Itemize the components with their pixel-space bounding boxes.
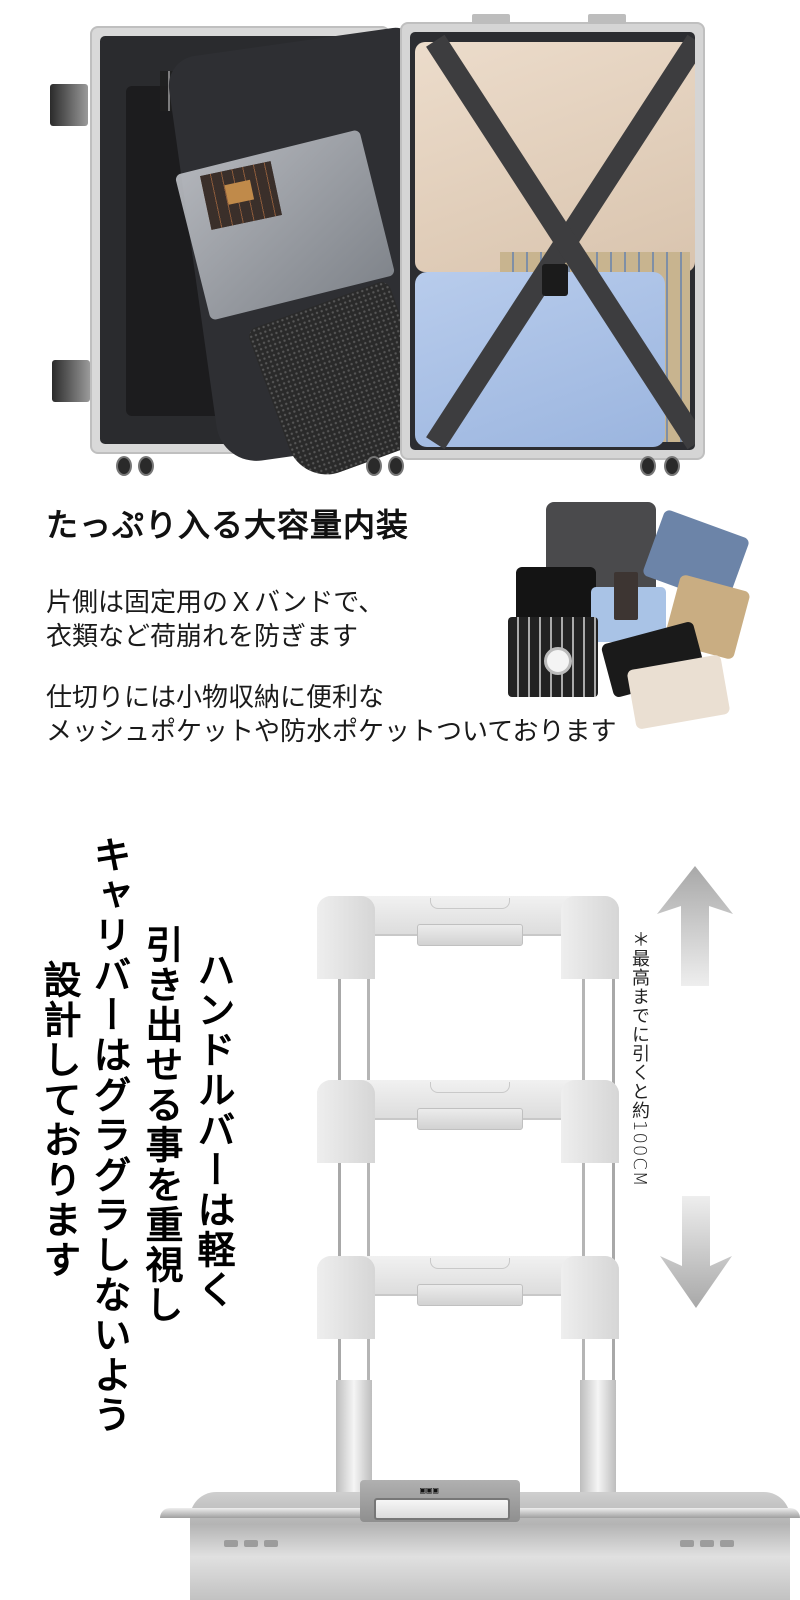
handle-grip-middle [317, 1080, 619, 1163]
text-line: 仕切りには小物収納に便利な [46, 683, 385, 713]
wheel-icon [116, 456, 132, 476]
buckle-icon [542, 264, 568, 296]
handle-text-line-2: 引き出せる事を重視し [139, 925, 183, 1325]
latch-icon [472, 14, 510, 24]
latch-icon [588, 14, 626, 24]
passport-icon [614, 572, 638, 620]
wheel-icon [138, 456, 154, 476]
black-shirt [516, 567, 596, 622]
text-line: メッシュポケットや防水ポケットついております [46, 717, 617, 747]
lock-dials-icon: ▣▣▣ [420, 1486, 440, 1496]
handle-grip-max [317, 896, 619, 979]
text-line: 衣類など荷崩れを防ぎます [46, 622, 359, 652]
carry-handle [374, 1498, 510, 1520]
hinge-bottom-icon [52, 360, 90, 402]
right-compartment [400, 22, 705, 460]
wheel-icon [664, 456, 680, 476]
arrow-up-icon [657, 866, 733, 986]
wheel-icon [366, 456, 382, 476]
max-height-note: ＊最高までに引くと約100CM [629, 930, 650, 1188]
x-band-description: 片側は固定用のＸバンドで、 衣類など荷崩れを防ぎます [46, 586, 384, 654]
handle-text-line-4: 設計しております [37, 960, 81, 1280]
handle-text-line-1: ハンドルバーは軽く [191, 950, 235, 1310]
suitcase-top-shell: ▣▣▣ [160, 1480, 800, 1600]
clothing-pile-photo [506, 492, 751, 730]
capacity-heading: たっぷり入る大容量内装 [46, 506, 410, 544]
text-line: 片側は固定用のＸバンドで、 [46, 588, 385, 618]
handle-text-line-3: キャリバーはグラグラしないよう [87, 835, 131, 1435]
wheel-icon [388, 456, 404, 476]
pocket-description: 仕切りには小物収納に便利な メッシュポケットや防水ポケットついております [46, 681, 616, 749]
arrow-down-icon [660, 1196, 732, 1308]
hinge-top-icon [50, 84, 88, 126]
charger-icon [544, 647, 572, 675]
right-lining [410, 32, 695, 450]
handle-grip-low [317, 1256, 619, 1339]
tsa-combination-lock: ▣▣▣ [360, 1480, 520, 1522]
wheel-icon [640, 456, 656, 476]
